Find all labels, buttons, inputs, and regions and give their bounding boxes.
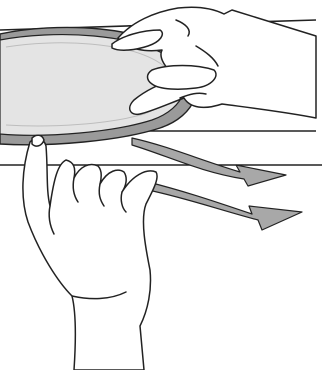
arrow-lower (148, 182, 302, 230)
upper-hand-thumb (148, 66, 216, 90)
motion-arrows (132, 138, 302, 230)
lower-hand (23, 135, 157, 370)
lower-hand-palm (23, 139, 157, 370)
lower-hand-thumb-nail (32, 135, 44, 146)
